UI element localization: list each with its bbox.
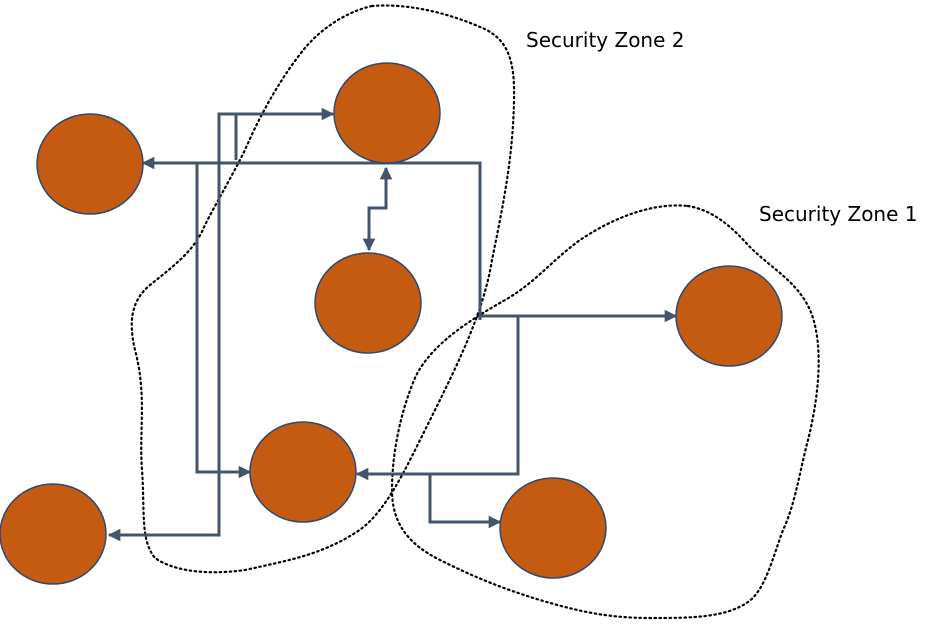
node-left-top: [36, 113, 144, 215]
node-left-bottom: [0, 483, 107, 585]
node-zone2-top: [333, 62, 441, 164]
connector-arrow-2: [478, 163, 678, 323]
node-zone2-bottom: [249, 421, 357, 523]
connector-arrow-7: [355, 316, 520, 481]
connector-arrow-8: [428, 474, 502, 529]
connector-arrow-6: [195, 163, 252, 479]
connector-arrow-5: [107, 112, 238, 542]
nodes: [0, 62, 783, 585]
security-zone-1-boundary: [390, 204, 820, 620]
security-zone-2-label: Security Zone 2: [526, 28, 685, 52]
security-zone-2-boundary: [130, 4, 516, 574]
security-zone-1-label: Security Zone 1: [759, 202, 918, 226]
connector-arrow-3: [362, 166, 393, 252]
node-zone2-middle: [314, 252, 422, 354]
node-zone1-bottom: [499, 477, 607, 579]
connectors: [107, 107, 678, 542]
node-zone1-right: [675, 265, 783, 367]
connector-arrow-1: [141, 156, 482, 320]
